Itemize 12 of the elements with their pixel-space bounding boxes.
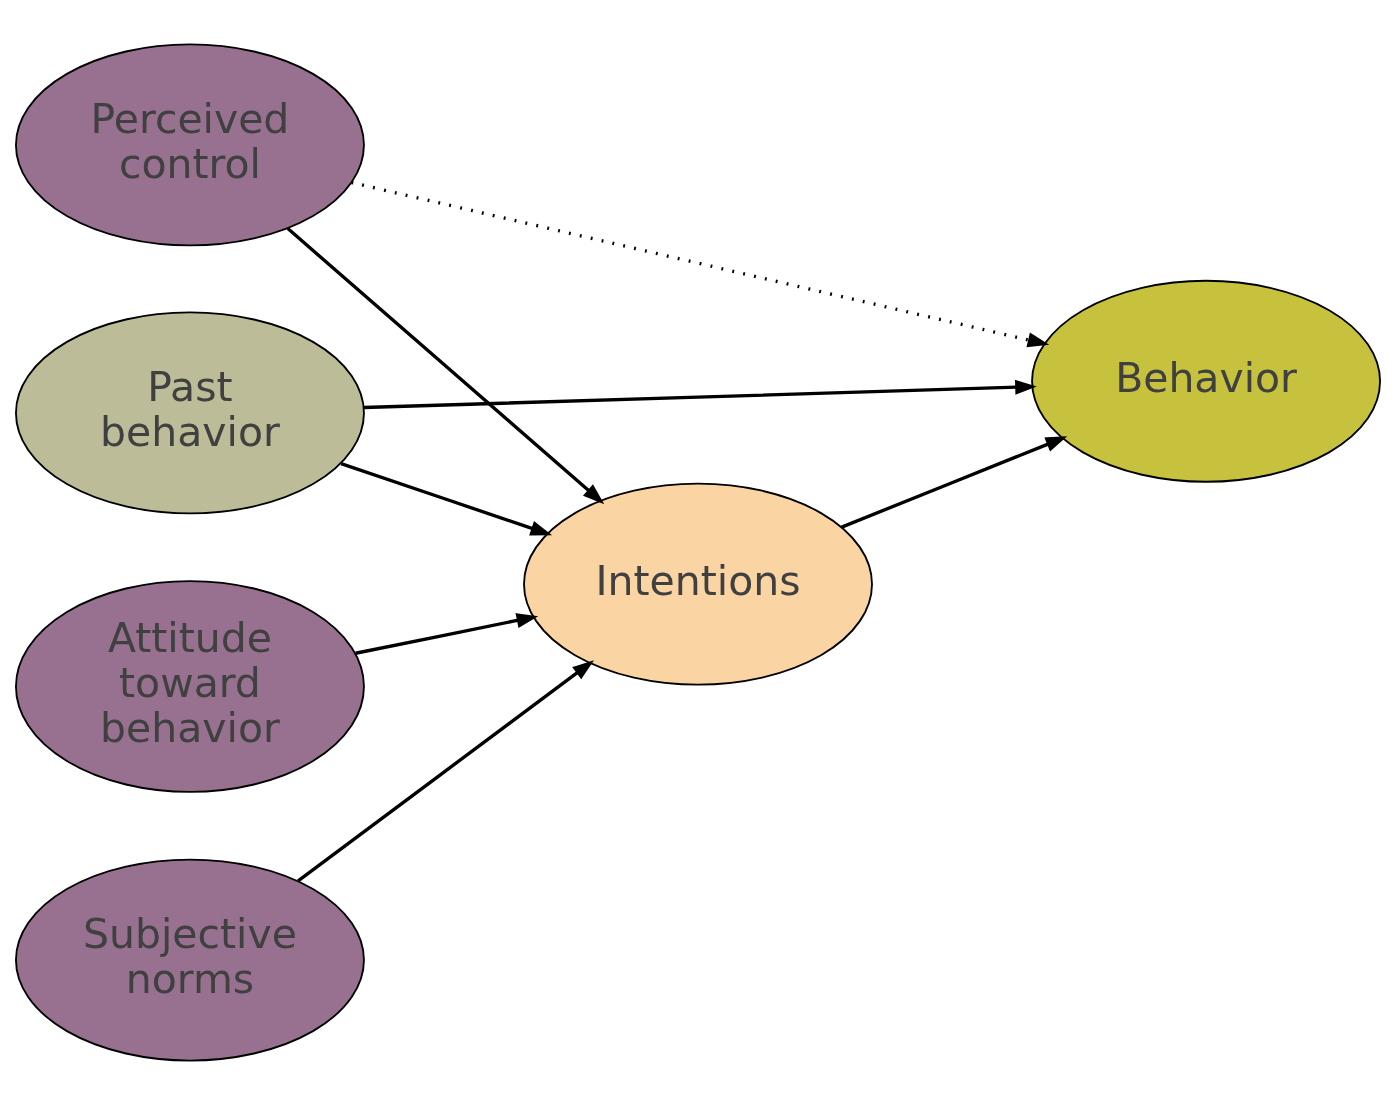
arrow	[364, 379, 1037, 410]
arrow	[340, 462, 553, 536]
node-ellipse: Attitude toward behavior	[15, 580, 365, 793]
arrow	[286, 227, 605, 505]
node-ellipse: Behavior	[1031, 279, 1381, 483]
node-ellipse: Subjective norms	[15, 858, 365, 1062]
arrow	[351, 180, 1050, 348]
arrow	[841, 436, 1068, 529]
arrow	[355, 613, 539, 655]
node-ellipse: Past behavior	[15, 311, 365, 515]
arrow	[297, 660, 594, 883]
node-ellipse: Perceived control	[15, 43, 365, 247]
